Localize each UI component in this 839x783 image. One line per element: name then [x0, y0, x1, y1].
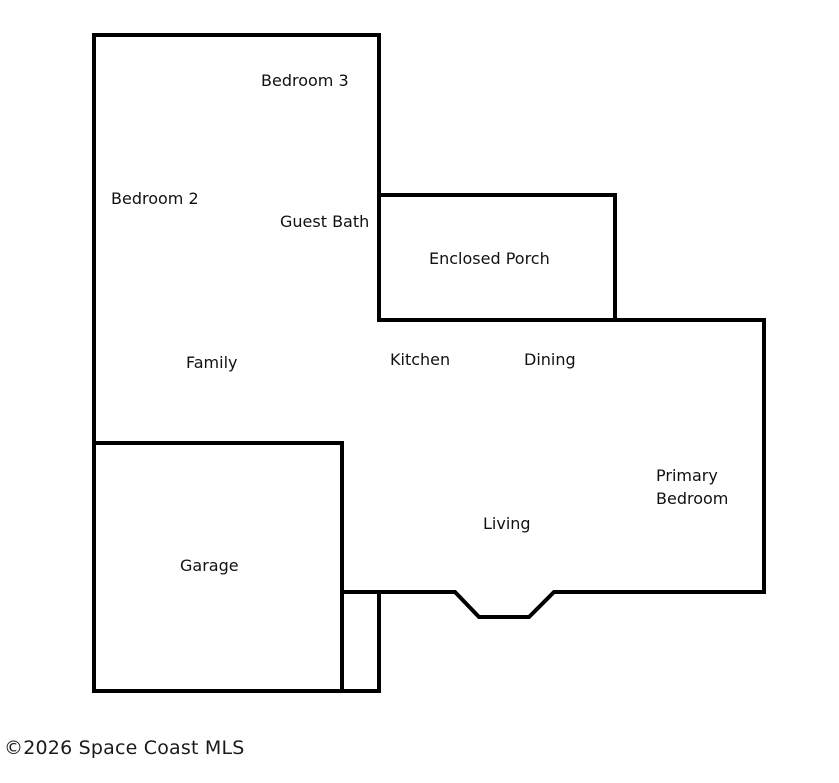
enclosed-porch-outline [377, 193, 617, 322]
room-label-guest-bath: Guest Bath [280, 212, 369, 231]
room-label-primary-bedroom-line2: Bedroom [656, 489, 728, 508]
room-label-enclosed-porch: Enclosed Porch [429, 249, 550, 268]
house-outline [92, 33, 766, 693]
room-label-bedroom-2: Bedroom 2 [111, 189, 199, 208]
copyright-notice: ©2026 Space Coast MLS [4, 737, 245, 759]
room-label-bedroom-3: Bedroom 3 [261, 71, 349, 90]
room-label-primary-bedroom-line1: Primary [656, 466, 718, 485]
garage-outline [92, 441, 344, 693]
room-label-garage: Garage [180, 556, 239, 575]
room-label-living: Living [483, 514, 531, 533]
room-label-family: Family [186, 353, 237, 372]
room-label-dining: Dining [524, 350, 576, 369]
room-label-kitchen: Kitchen [390, 350, 450, 369]
